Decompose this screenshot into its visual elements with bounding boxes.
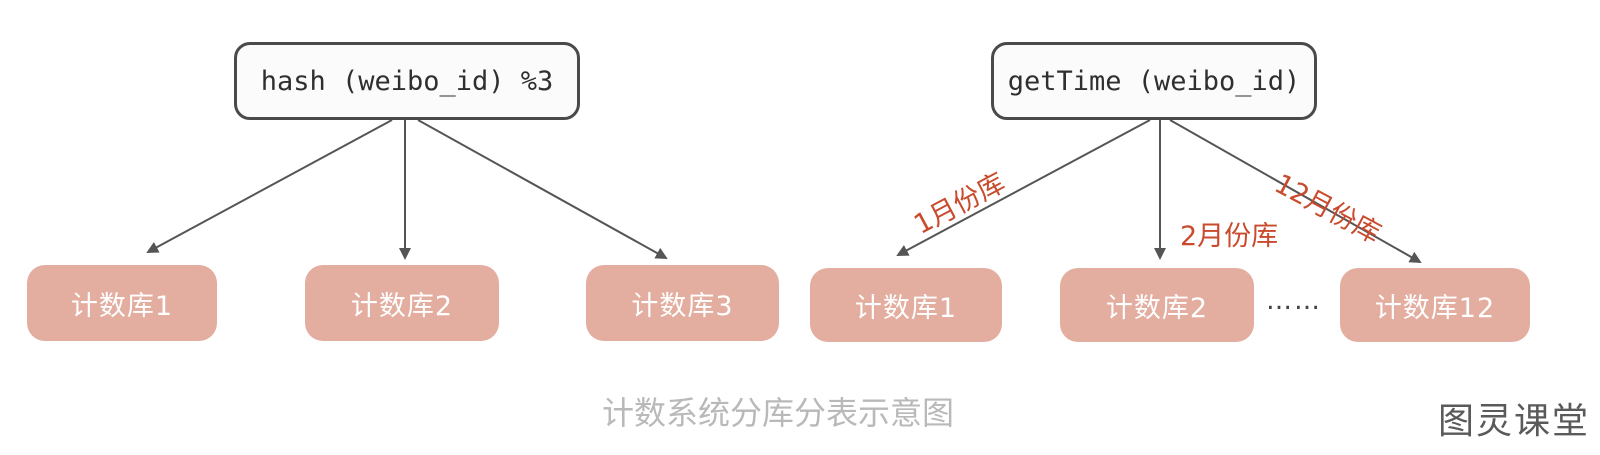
arrow-gettime-to-db12: [1169, 119, 1422, 263]
db-node-right-2: 计数库2: [1060, 268, 1254, 342]
hash-root-node: hash (weibo_id) %3: [234, 42, 580, 120]
db-node-left-3: 计数库3: [586, 265, 779, 341]
edge-label-month-2: 2月份库: [1180, 221, 1279, 252]
gettime-root-node: getTime (weibo_id): [991, 42, 1317, 120]
arrow-hash-to-db3: [417, 119, 668, 259]
db-node-left-1: 计数库1: [27, 265, 217, 341]
db-node-right-1: 计数库1: [810, 268, 1002, 342]
arrow-hash-to-db1: [146, 119, 393, 253]
watermark-logo-text: 图灵课堂: [1437, 401, 1590, 442]
ellipsis-text: ……: [1266, 286, 1322, 316]
db-node-left-2: 计数库2: [305, 265, 499, 341]
db-node-right-12: 计数库12: [1340, 268, 1530, 342]
arrow-gettime-to-db1: [896, 119, 1151, 256]
diagram-caption: 计数系统分库分表示意图: [601, 394, 954, 432]
